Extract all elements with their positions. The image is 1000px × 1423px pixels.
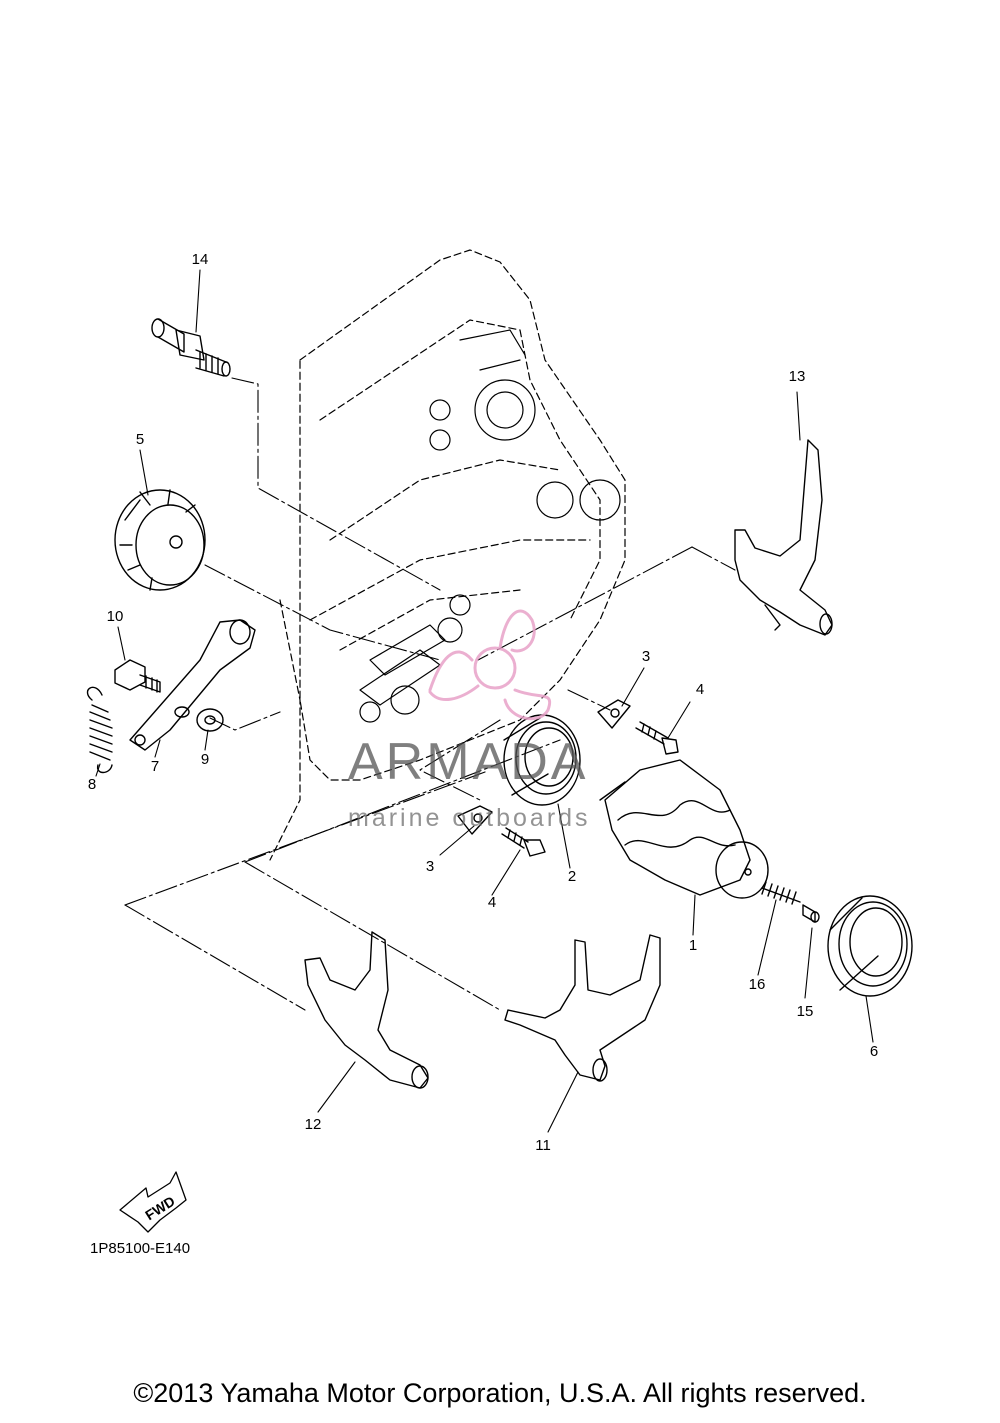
part-4-bolt-upper [635,721,679,755]
watermark-logo [428,609,552,721]
callout-4-lower: 4 [487,894,497,911]
callout-5: 5 [135,431,145,448]
part-15-pin [802,904,820,923]
callout-15: 15 [796,1003,814,1020]
part-3-stopper-upper [597,699,631,729]
part-7-shift-lever [129,619,256,751]
watermark-brand: ARMADA [348,733,589,791]
callout-4-upper: 4 [695,681,705,698]
callout-16: 16 [748,976,766,993]
callout-9: 9 [200,751,210,768]
part-13-shift-fork [734,439,833,636]
part-4-bolt-lower [501,827,546,857]
reference-lines [124,377,736,1011]
part-3-stopper-lower [457,805,493,835]
callout-12: 12 [304,1116,322,1133]
watermark-tagline: marine outboards [348,804,591,832]
part-16-spring [761,881,801,905]
crankcase-outline [269,249,626,861]
callout-13: 13 [788,368,806,385]
callout-14: 14 [191,251,209,268]
callout-10: 10 [106,608,124,625]
callout-6: 6 [869,1043,879,1060]
part-10-bolt [114,659,161,693]
part-8-spring [86,686,113,774]
copyright-notice: ©2013 Yamaha Motor Corporation, U.S.A. A… [133,1378,867,1408]
callout-2: 2 [567,868,577,885]
part-12-shift-fork [304,931,429,1089]
part-9-washer [196,708,224,732]
part-11-shift-fork [504,934,661,1082]
diagram-part-code: 1P85100-E140 [90,1240,191,1257]
callout-8: 8 [87,776,97,793]
part-6-bearing [827,895,913,997]
callout-7: 7 [150,758,160,775]
part-1-shift-drum [599,759,769,899]
part-5-segment [114,489,206,591]
callout-3-lower: 3 [425,858,435,875]
part-14-stud-bolt [151,318,231,377]
callout-11: 11 [535,1137,551,1154]
callout-1: 1 [688,937,698,954]
callout-leaders [95,269,874,1133]
callout-3-upper: 3 [641,648,651,665]
part-2-bearing [503,714,581,806]
crankcase-detail [359,329,621,723]
fwd-arrow [119,1171,187,1233]
